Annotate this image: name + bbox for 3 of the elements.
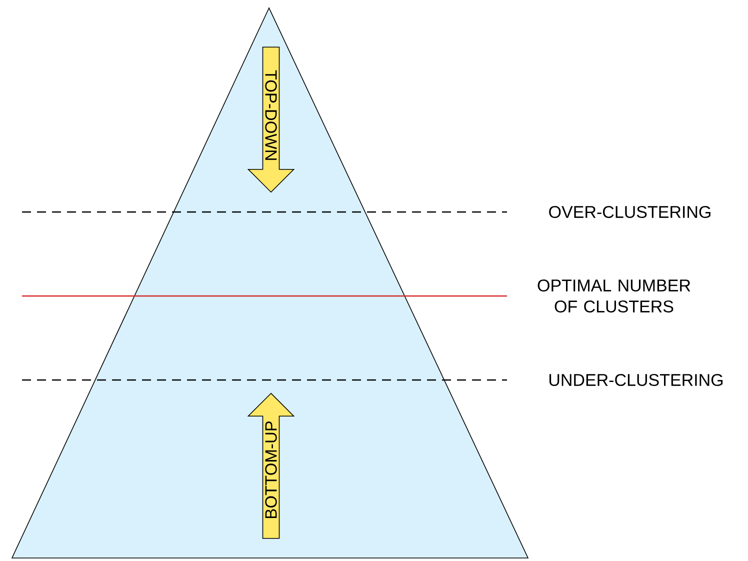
level-label: UNDER-CLUSTERING <box>549 374 723 386</box>
level-label: OVER-CLUSTERING <box>549 206 710 218</box>
level-label: OPTIMAL NUMBER OF CLUSTERS <box>538 279 690 312</box>
